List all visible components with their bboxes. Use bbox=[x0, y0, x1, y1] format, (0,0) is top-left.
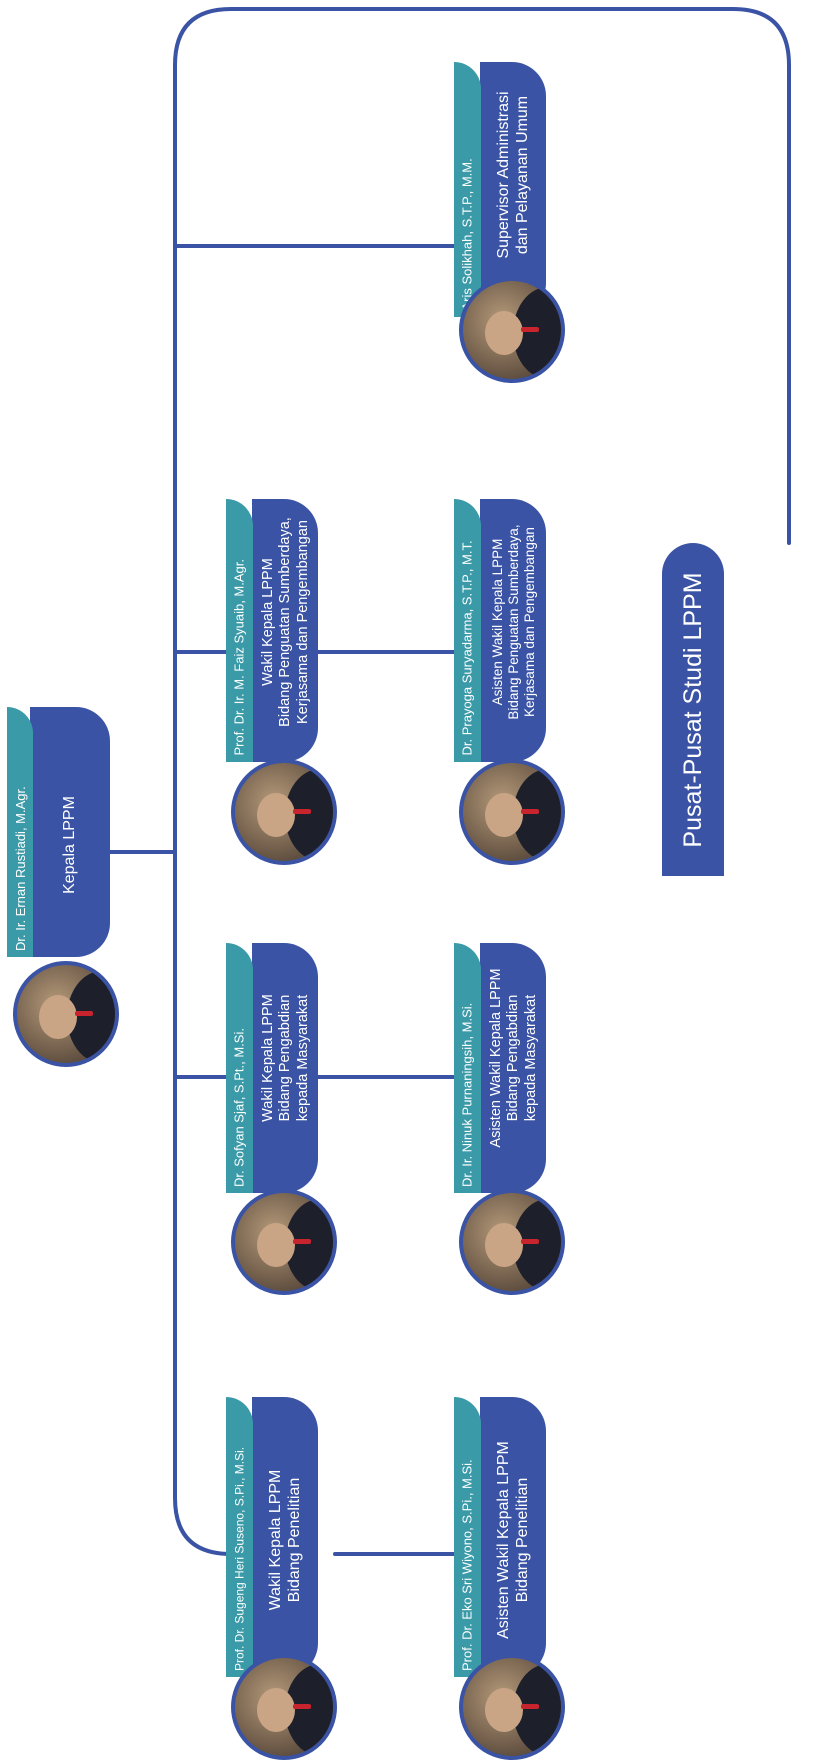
asisten-photo-3 bbox=[459, 1189, 565, 1295]
wakil-name-strip-1 bbox=[226, 499, 253, 762]
wakil-role-2-line-2: Bidang Pengabdian bbox=[277, 994, 294, 1122]
asisten-name-strip-2 bbox=[454, 499, 481, 762]
asisten-role-4-line-2: Bidang Penelitian bbox=[514, 1477, 531, 1603]
asisten-role-3-line-1: Asisten Wakil Kepala LPPM bbox=[488, 968, 505, 1148]
head-name-strip bbox=[7, 707, 33, 957]
head-card bbox=[30, 707, 110, 957]
asisten-photo-4 bbox=[459, 1654, 565, 1760]
asisten-photo-1 bbox=[459, 277, 565, 383]
wakil-name-strip-3 bbox=[226, 1397, 253, 1677]
wakil-role-1-line-2: Bidang Penguatan Sumberdaya, bbox=[277, 517, 294, 727]
asisten-name-1: Aris Solikhah, S.T.P., M.M. bbox=[459, 158, 475, 311]
asisten-role-2-line-3: Kerjasama dan Pengembangan bbox=[521, 527, 537, 717]
pusat-studi-label: Pusat-Pusat Studi LPPM bbox=[678, 572, 707, 848]
asisten-name-2: Dr. Prayoga Suryadarma, S.T.P., M.T. bbox=[459, 540, 475, 756]
asisten-role-3-line-3: kepada Masyarakat bbox=[522, 994, 539, 1122]
asisten-role-3-line-2: Bidang Pengabdian bbox=[505, 994, 522, 1122]
asisten-photo-2 bbox=[459, 759, 565, 865]
asisten-role-2-line-1: Asisten Wakil Kepala LPPM bbox=[490, 538, 506, 706]
wakil-role-1-line-3: Kerjasama dan Pengembangan bbox=[294, 520, 311, 724]
head-photo bbox=[13, 961, 119, 1067]
asisten-role-2-line-2: Bidang Penguatan Sumberdaya, bbox=[506, 524, 522, 720]
top-frame-line bbox=[173, 7, 791, 545]
wakil-card-2 bbox=[252, 943, 318, 1193]
pusat-studi-box[interactable] bbox=[662, 543, 724, 876]
asisten-name-strip-3 bbox=[454, 943, 481, 1193]
wakil-name-1: Prof. Dr. Ir. M. Faiz Syuaib, M.Agr. bbox=[231, 559, 247, 756]
asisten-role-4-line-1: Asisten Wakil Kepala LPPM bbox=[495, 1441, 513, 1639]
wakil-card-3 bbox=[252, 1397, 318, 1677]
wakil-role-2-line-1: Wakil Kepala LPPM bbox=[260, 994, 277, 1122]
asisten-name-3: Dr. Ir. Ninuk Purnaningsih, M.Si. bbox=[459, 1002, 475, 1187]
head-role: Kepala LPPM bbox=[60, 796, 78, 894]
wakil-photo-3 bbox=[231, 1654, 337, 1760]
asisten-card-2 bbox=[480, 499, 546, 762]
asisten-role-1-line-2: dan Pelayanan Umum bbox=[514, 95, 531, 255]
asisten-role-1-line-1: Supervisor Administrasi bbox=[495, 91, 513, 259]
asisten-name-strip-4 bbox=[454, 1397, 481, 1677]
asisten-card-4 bbox=[480, 1397, 546, 1677]
wakil-photo-1 bbox=[231, 759, 337, 865]
wakil-card-1 bbox=[252, 499, 318, 762]
asisten-name-strip-1 bbox=[454, 62, 481, 317]
asisten-name-4: Prof. Dr. Eko Sri Wiyono, S.Pi., M.Si. bbox=[459, 1459, 475, 1671]
wakil-name-2: Dr. Sofyan Sjaf, S.Pt., M.Si. bbox=[231, 1028, 247, 1187]
wakil-name-3: Prof. Dr. Sugeng Heri Suseno, S.Pi., M.S… bbox=[232, 1446, 246, 1671]
asisten-card-1 bbox=[480, 62, 546, 317]
asisten-card-3 bbox=[480, 943, 546, 1193]
wakil-role-2-line-3: kepada Masyarakat bbox=[294, 994, 311, 1122]
wakil-role-1-line-1: Wakil Kepala LPPM bbox=[260, 558, 277, 686]
wakil-name-strip-2 bbox=[226, 943, 253, 1193]
wakil-role-3-line-1: Wakil Kepala LPPM bbox=[267, 1469, 285, 1611]
main-vertical-line bbox=[173, 246, 252, 1556]
head-name: Dr. Ir. Ernan Rustiadi, M.Agr. bbox=[12, 786, 28, 951]
wakil-role-3-line-2: Bidang Penelitian bbox=[286, 1477, 303, 1603]
wakil-photo-2 bbox=[231, 1189, 337, 1295]
